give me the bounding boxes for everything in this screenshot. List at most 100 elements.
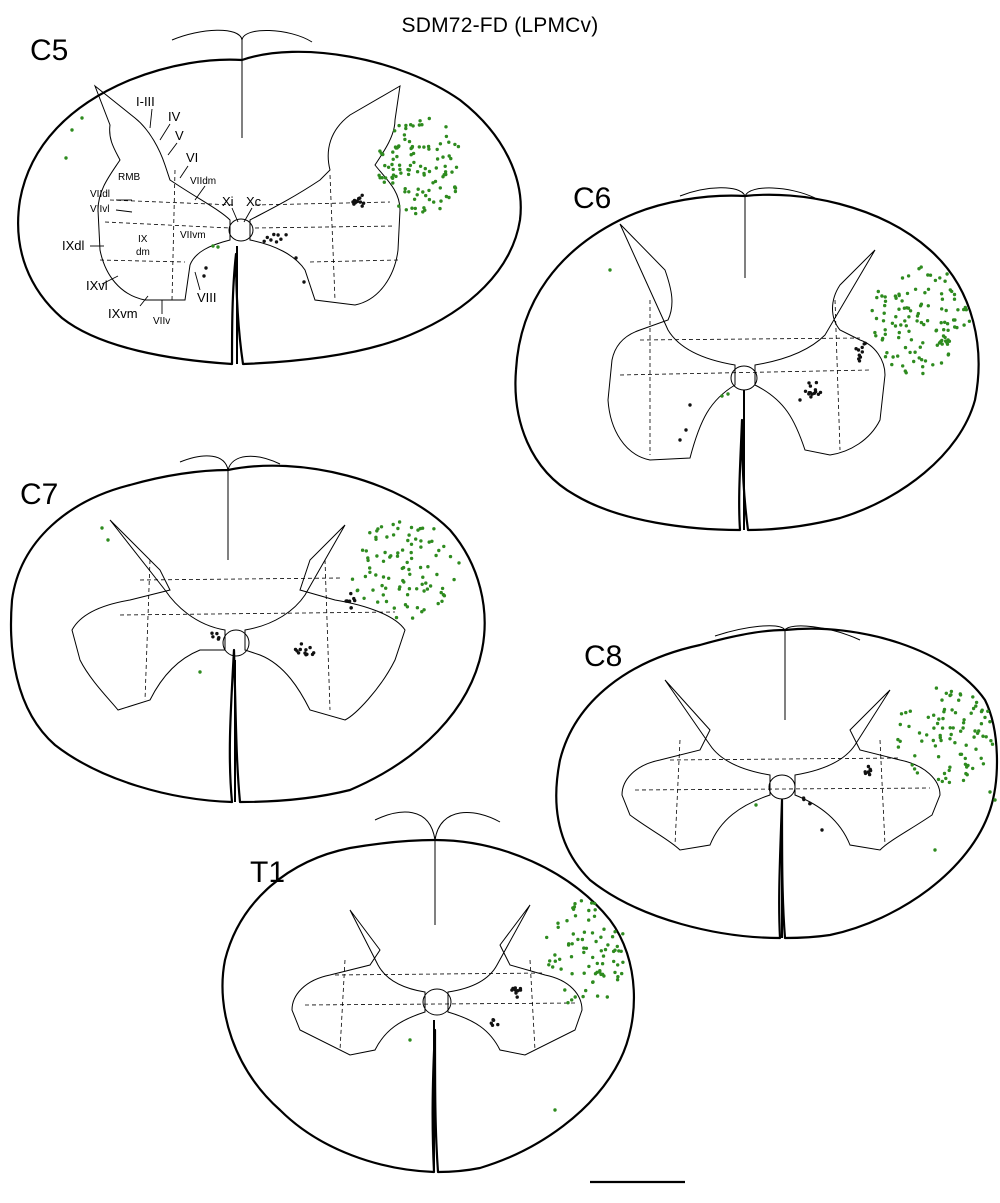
- labeled-cell-green: [883, 304, 886, 307]
- labeled-cell-black: [496, 1023, 499, 1026]
- labeled-cell-green: [454, 190, 457, 193]
- labeled-cell-green: [436, 157, 439, 160]
- labeled-cell-green: [432, 527, 435, 530]
- labeled-cell-green: [884, 333, 887, 336]
- labeled-cell-green: [424, 194, 427, 197]
- labeled-cell-black: [275, 240, 278, 243]
- c7-dash-2: [140, 578, 340, 580]
- lamina-label-viii: VIII: [197, 290, 217, 305]
- labeled-cell-green: [403, 138, 406, 141]
- labeled-cell-green: [918, 731, 921, 734]
- labeled-cell-green: [900, 299, 903, 302]
- c5-left-dash-4: [100, 260, 185, 262]
- labeled-cell-green: [399, 171, 402, 174]
- labeled-cell-green: [428, 540, 431, 543]
- labeled-cell-green: [899, 723, 902, 726]
- labeled-cell-black: [284, 233, 287, 236]
- labeled-cell-green: [397, 145, 400, 148]
- labeled-cell-green: [411, 616, 414, 619]
- labeled-cell-green: [599, 936, 602, 939]
- labeled-cell-green: [593, 902, 596, 905]
- labeled-cell-green: [915, 319, 918, 322]
- labeled-cell-green: [621, 932, 624, 935]
- labeled-cell-green: [950, 733, 953, 736]
- lamina-label-ixdl: IXdl: [62, 238, 85, 253]
- c5-left-dash-1: [110, 200, 235, 205]
- lamina-label-v: V: [175, 128, 184, 143]
- labeled-cell-green: [409, 164, 412, 167]
- labeled-cell-green: [571, 942, 574, 945]
- labeled-cell-green: [414, 212, 417, 215]
- labeled-cell-black: [210, 632, 213, 635]
- labeled-cell-black: [809, 384, 812, 387]
- labeled-cell-green: [449, 555, 452, 558]
- labeled-cell-green: [948, 766, 951, 769]
- labeled-cell-green: [947, 352, 950, 355]
- labeled-cell-green: [917, 312, 920, 315]
- labeled-cell-green: [877, 290, 880, 293]
- labeled-cell-black: [684, 428, 687, 431]
- labeled-cell-green: [570, 955, 573, 958]
- labeled-cell-green: [556, 922, 559, 925]
- labeled-cell-green: [384, 176, 387, 179]
- labeled-cell-green: [937, 755, 940, 758]
- labeled-cell-green: [587, 918, 590, 921]
- labeled-cell-black: [349, 606, 352, 609]
- labeled-cell-green: [754, 803, 757, 806]
- labeled-cell-green: [404, 127, 407, 130]
- labeled-cell-green: [875, 317, 878, 320]
- labeled-cell-green: [943, 280, 946, 283]
- labeled-cell-green: [913, 754, 916, 757]
- labeled-cell-green: [427, 189, 430, 192]
- labeled-cell-green: [962, 718, 965, 721]
- labeled-cell-green: [424, 167, 427, 170]
- labeled-cell-green: [211, 244, 214, 247]
- labeled-cell-green: [934, 744, 937, 747]
- t1-central-canal: [423, 989, 451, 1015]
- labeled-cell-green: [945, 272, 948, 275]
- leader-ixvm: [140, 296, 148, 306]
- labeled-cell-green: [991, 743, 994, 746]
- labeled-cell-green: [952, 726, 955, 729]
- labeled-cell-green: [940, 698, 943, 701]
- labeled-cell-green: [452, 578, 455, 581]
- labeled-cell-green: [871, 309, 874, 312]
- labeled-cell-green: [897, 293, 900, 296]
- labeled-cell-green: [444, 165, 447, 168]
- labeled-cell-green: [973, 729, 976, 732]
- labeled-cell-green: [945, 309, 948, 312]
- labeled-cell-green: [442, 545, 445, 548]
- labeled-cell-green: [616, 963, 619, 966]
- labeled-cell-black: [815, 381, 818, 384]
- t1-labeled-cells: [408, 899, 624, 1112]
- labeled-cell-green: [959, 730, 962, 733]
- labeled-cell-green: [980, 757, 983, 760]
- labeled-cell-green: [397, 124, 400, 127]
- labeled-cell-green: [938, 276, 941, 279]
- labeled-cell-green: [873, 331, 876, 334]
- lamina-label-rmb: RMB: [118, 172, 141, 183]
- labeled-cell-green: [948, 340, 951, 343]
- labeled-cell-green: [601, 962, 604, 965]
- leader-viii: [195, 272, 200, 290]
- labeled-cell-green: [621, 961, 624, 964]
- labeled-cell-green: [606, 995, 609, 998]
- labeled-cell-green: [429, 584, 432, 587]
- labeled-cell-green: [392, 533, 395, 536]
- labeled-cell-green: [909, 309, 912, 312]
- labeled-cell-green: [364, 575, 367, 578]
- leader-vi: [180, 166, 188, 178]
- labeled-cell-green: [398, 164, 401, 167]
- labeled-cell-green: [933, 848, 936, 851]
- labeled-cell-green: [616, 945, 619, 948]
- labeled-cell-green: [392, 158, 395, 161]
- labeled-cell-black: [349, 592, 352, 595]
- lamina-label-viivl: VIIvl: [90, 204, 109, 215]
- c6-dash-4: [835, 300, 840, 450]
- labeled-cell-green: [432, 200, 435, 203]
- labeled-cell-green: [942, 710, 945, 713]
- labeled-cell-black: [361, 194, 364, 197]
- labeled-cell-green: [964, 757, 967, 760]
- labeled-cell-green: [985, 735, 988, 738]
